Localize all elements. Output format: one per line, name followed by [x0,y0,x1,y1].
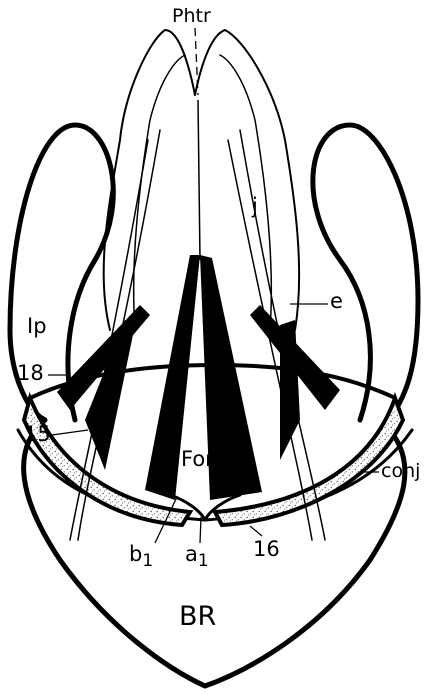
midline [198,100,200,260]
pharyngeal-tube-inner [134,55,185,330]
leader-16 [250,526,262,536]
leader-15 [52,430,88,435]
label-conj: conj [381,460,420,482]
label-18: 18 [17,361,44,385]
label-a1: a1 [185,542,209,571]
label-15: 15 [24,422,51,446]
label-j: j [251,194,258,218]
label-16: 16 [253,537,280,561]
label-b1: b1 [129,542,153,571]
muscle-15-right [280,320,300,460]
label-e: e [330,289,343,313]
label-br: BR [179,601,216,632]
label-ip: Ip [27,314,47,338]
label-phtr: Phtr [172,5,211,27]
label-for: For [181,447,214,471]
pharyngeal-tube-inner-r [220,55,271,330]
